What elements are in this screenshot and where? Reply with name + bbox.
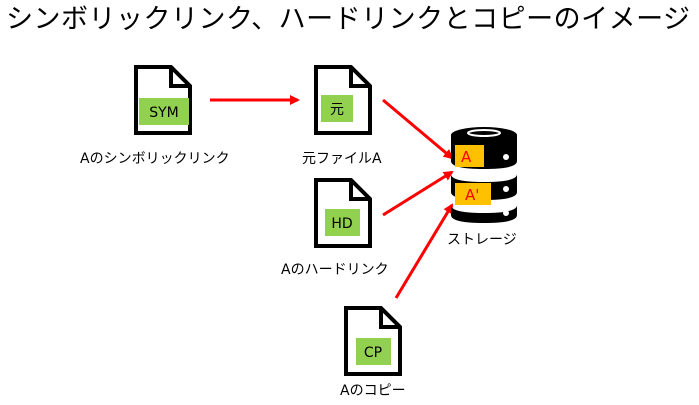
arrow-hardlink-to-storage	[382, 170, 454, 217]
arrow-original-to-storage	[382, 98, 454, 160]
file-tag-text: HD	[331, 216, 352, 232]
storage-slot-badge	[455, 183, 491, 205]
arrows	[210, 95, 454, 299]
arrow-copy-to-storage	[394, 203, 454, 299]
file-tag-badge	[325, 209, 360, 236]
file-tag-text: CP	[364, 345, 382, 361]
file-tag-badge	[139, 98, 189, 125]
file-tag-badge	[356, 338, 391, 365]
file-tag-badge	[321, 95, 353, 122]
file-node-copy: CP Aのコピー	[340, 306, 406, 399]
storage-slot-text: A	[461, 148, 472, 166]
storage-node: A A' ストレージ	[447, 127, 517, 248]
file-node-hardlink: HD Aのハードリンク	[281, 178, 389, 278]
file-tag-text: 元	[330, 102, 344, 118]
file-node-label: Aのシンボリックリンク	[80, 151, 230, 167]
storage-slot-badge	[455, 145, 484, 167]
file-node-label: Aのコピー	[340, 383, 406, 399]
file-node-label: 元ファイルA	[302, 151, 382, 167]
file-node-symlink: SYM Aのシンボリックリンク	[80, 65, 230, 167]
diagram-title: シンボリックリンク、ハードリンクとコピーのイメージ	[6, 4, 691, 35]
file-node-label: Aのハードリンク	[281, 262, 389, 278]
storage-slot-text: A'	[465, 186, 479, 204]
database-icon	[451, 127, 517, 223]
file-tag-text: SYM	[149, 105, 179, 121]
file-node-original: 元 元ファイルA	[302, 65, 382, 167]
storage-label: ストレージ	[447, 232, 517, 248]
